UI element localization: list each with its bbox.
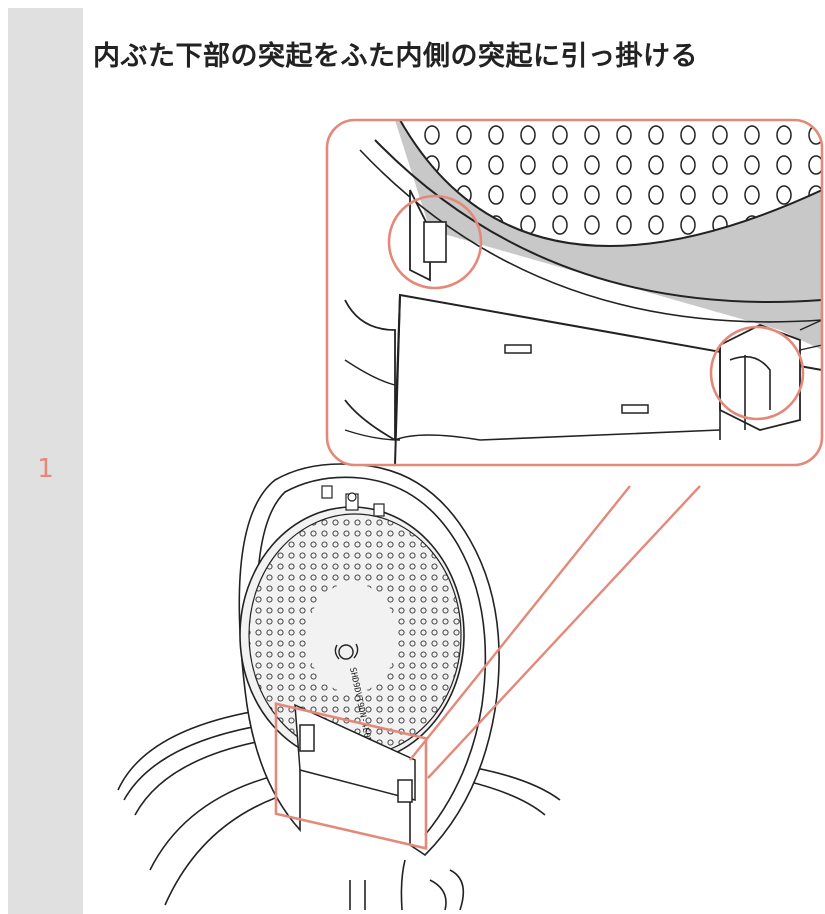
inner-lid: SHD9DVT9DN-4E0N xyxy=(239,485,465,764)
step-number: 1 xyxy=(37,454,54,484)
rice-cooker-inner-lid-illustration: SHD9DVT9DN-4E0N xyxy=(117,118,824,910)
callout-connector xyxy=(409,485,701,779)
lid-hook-bracket xyxy=(294,703,416,803)
highlight-frame xyxy=(274,702,428,850)
step-column: 1 xyxy=(8,8,83,914)
step-instruction: 内ぶた下部の突起をふた内側の突起に引っ掛ける xyxy=(93,41,698,72)
hook-highlight-left xyxy=(387,194,483,290)
hook-highlight-right xyxy=(709,325,805,421)
zoom-view xyxy=(325,118,824,467)
